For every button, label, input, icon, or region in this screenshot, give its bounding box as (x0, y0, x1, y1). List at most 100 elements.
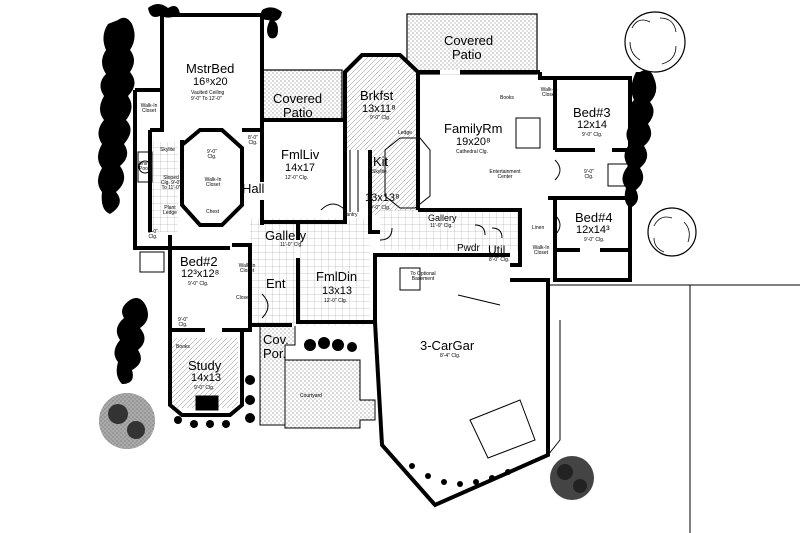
room-label-mstr-bed: MstrBed (186, 61, 235, 76)
label-cov-por-1: Cov. (263, 332, 289, 347)
bed2-walls (168, 235, 252, 332)
master-suite-walls (133, 88, 244, 250)
hedge-left (98, 17, 148, 384)
room-label-family-rm: FamilyRm (444, 121, 503, 136)
room-note-family-rm: Cathedral Clg. (456, 149, 488, 155)
room-size-kit: 13x13⁸ (365, 192, 400, 204)
room-note-mstr-bed-2: 9'-0" To 12'-0" (191, 96, 222, 102)
room-note-bed4: 9'-0" Clg. (584, 237, 605, 243)
tree-top-right (624, 11, 686, 73)
note-chest: Chest (206, 209, 220, 215)
room-note-util: 8'-0" Clg. (489, 257, 510, 263)
room-size-mstr-bed: 16⁸x20 (193, 76, 228, 88)
room-size-family-rm: 19x20⁸ (456, 136, 491, 148)
room-label-fml-liv: FmlLiv (281, 147, 320, 162)
fireplace-study (195, 395, 219, 411)
hedge-right (622, 70, 657, 208)
ent-floor (250, 218, 370, 326)
tree-bottom-left (99, 393, 155, 449)
kitchen-walls (368, 150, 522, 267)
fml-liv-walls (260, 53, 540, 224)
master-bed-walls (150, 13, 264, 132)
label-cov-por-2: Por. (263, 346, 287, 361)
tree-mid-right (647, 207, 697, 257)
room-label-ent: Ent (266, 276, 286, 291)
room-note-gallery-main: 11'-0" Clg. (280, 242, 303, 248)
room-note-kit: 9'-0" Clg. (370, 205, 391, 211)
room-size-study: 14x13 (191, 372, 221, 384)
room-note-fml-din: 12'-0" Clg. (324, 298, 348, 304)
room-label-bed2: Bed#2 (180, 254, 218, 269)
walls (133, 13, 632, 508)
whirlpool-tub (138, 160, 152, 174)
note-closet: Closet (236, 295, 251, 301)
room-note-fml-liv: 12'-0" Clg. (285, 175, 309, 181)
fireplace-family (515, 117, 541, 149)
note-clg-9b: 9'-0" Clg. (178, 317, 188, 328)
room-note-mstr-bed: Vaulted Ceiling (191, 90, 225, 96)
study-walls (168, 330, 244, 417)
family-walls (416, 72, 632, 282)
room-label-bed3: Bed#3 (573, 105, 611, 120)
courtyard-floor (284, 359, 376, 429)
room-label-bed4: Bed#4 (575, 210, 613, 225)
patios (259, 13, 538, 429)
note-clg-8: 8'-0" Clg. (248, 135, 258, 146)
note-entertainment: Entertainment Center (489, 169, 521, 180)
room-size-fml-liv: 14x17 (285, 162, 315, 174)
covered-patio-top-floor (406, 13, 538, 75)
garage-walls (373, 278, 550, 508)
room-size-bed4: 12x14³ (576, 224, 610, 236)
note-books-study: Books (176, 344, 190, 350)
door-gaps (205, 69, 612, 333)
label-covered-patio-left-2: Patio (283, 105, 313, 120)
room-size-bed3: 12x14 (577, 119, 607, 131)
note-walk-in-closet-master: Walk-In Closet (140, 103, 158, 114)
tub-bed2 (139, 251, 165, 273)
covered-patio-left-floor (261, 69, 343, 121)
note-whirlpool: Whirl-Pool (137, 161, 151, 172)
note-pantry: Pantry (343, 212, 358, 218)
door-swings (261, 159, 561, 319)
room-size-bed2: 12³x12⁸ (181, 268, 220, 280)
room-label-pwdr: Pwdr (457, 243, 480, 254)
note-linen: Linen (532, 225, 545, 231)
garage-door-lines (457, 294, 536, 459)
room-label-kit: Kit (373, 154, 389, 169)
master-bath-floor (150, 142, 178, 232)
room-note-brkfst: 9'-0" Clg. (370, 115, 391, 121)
note-books-family: Books (500, 95, 514, 101)
note-ledge: Ledge (398, 130, 412, 136)
room-note-bed3: 9'-0" Clg. (582, 132, 603, 138)
room-note-garage: 8'-4" Clg. (440, 353, 461, 359)
room-size-fml-din: 13x13 (322, 285, 352, 297)
label-covered-patio-top-1: Covered (444, 33, 494, 48)
brkfst-kit-floor (345, 55, 418, 215)
room-label-study: Study (188, 358, 222, 373)
label-covered-patio-left-1: Covered (273, 91, 323, 106)
floor-fills (150, 55, 520, 408)
room-note-study: 9'-0" Clg. (194, 385, 215, 391)
kitchen-island (384, 137, 431, 209)
room-label-hall: Hall (242, 181, 265, 196)
room-label-brkfst: Brkfst (360, 88, 394, 103)
room-label-gallery-small: Gallery (428, 213, 457, 223)
note-walk-in-closet-bed2: Walk-In Closet (238, 263, 256, 274)
note-plant-ledge: Plant Ledge (163, 205, 177, 216)
room-label-util: Util (488, 243, 506, 257)
landscaping (98, 4, 697, 500)
label-courtyard: Courtyard (300, 393, 322, 399)
tub-bed3 (607, 163, 629, 187)
gallery-right-floor (380, 210, 520, 250)
room-label-gallery-main: Gallery (265, 228, 307, 243)
room-size-brkfst: 13x11⁸ (362, 103, 396, 115)
note-walk-in-closet-center: Walk-In Closet (204, 177, 222, 188)
note-to-basement: To Optional Basement (410, 271, 436, 282)
room-label-fml-din: FmlDin (316, 269, 358, 284)
label-covered-patio-top-2: Patio (452, 47, 482, 62)
inner-details (137, 117, 800, 533)
note-skylite: Skylite (372, 169, 387, 175)
note-sloped-clg: Sloped Clg. 9'-0" To 11'-0" (160, 175, 182, 191)
room-note-gallery-small: 11'-0" Clg. (430, 223, 453, 229)
